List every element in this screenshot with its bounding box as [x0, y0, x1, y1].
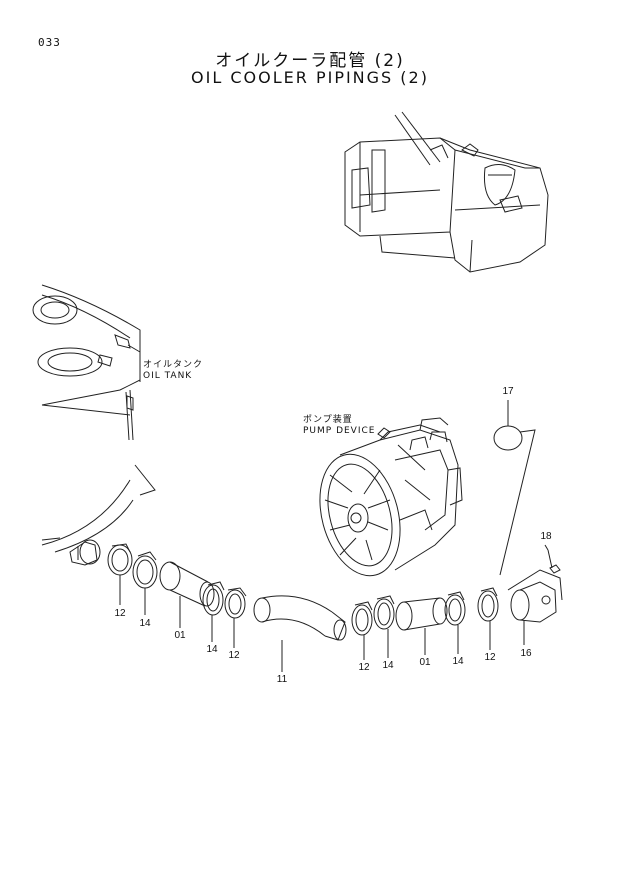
part-number-17: 17	[502, 386, 514, 397]
part-number-12: 12	[484, 652, 496, 663]
o-ring-17	[493, 425, 523, 451]
part-number-18: 18	[540, 531, 552, 542]
excavator-overview	[344, 111, 549, 273]
page-number: 033	[38, 36, 61, 49]
clamp-14a	[132, 551, 158, 615]
clamp-14b	[202, 581, 225, 642]
pump-device-label-jp: ポンプ装置	[303, 415, 353, 425]
bolt-18	[544, 544, 561, 574]
hose-01b	[395, 597, 448, 655]
pump-device	[319, 417, 463, 577]
clamp-14d	[444, 591, 466, 654]
guide-line-o-ring	[499, 429, 536, 576]
part-number-14: 14	[382, 660, 394, 671]
part-number-14: 14	[139, 618, 151, 629]
part-number-11: 11	[276, 674, 288, 685]
part-number-01: 01	[174, 630, 186, 641]
flange-16	[507, 569, 563, 645]
title-english: OIL COOLER PIPINGS (2)	[191, 68, 429, 87]
clamp-14c	[373, 595, 395, 658]
oil-tank-label-jp: オイルタンク	[143, 360, 204, 370]
clamp-12d	[477, 587, 499, 650]
clamp-12a	[107, 543, 133, 605]
hose-01a	[159, 561, 215, 628]
part-number-16: 16	[520, 648, 532, 659]
clamp-12b	[224, 587, 247, 648]
title-japanese: オイルクーラ配管 (2)	[215, 51, 405, 71]
pump-device-label-en: PUMP DEVICE	[303, 426, 376, 436]
part-number-01: 01	[419, 657, 431, 668]
part-number-12: 12	[358, 662, 370, 673]
oil-tank	[32, 284, 156, 553]
part-number-14: 14	[452, 656, 464, 667]
part-number-12: 12	[228, 650, 240, 661]
part-number-12: 12	[114, 608, 126, 619]
part-number-14: 14	[206, 644, 218, 655]
pipe-11	[253, 595, 347, 672]
tank-fitting	[69, 539, 101, 566]
clamp-12c	[351, 601, 373, 660]
oil-tank-label-en: OIL TANK	[143, 371, 193, 381]
